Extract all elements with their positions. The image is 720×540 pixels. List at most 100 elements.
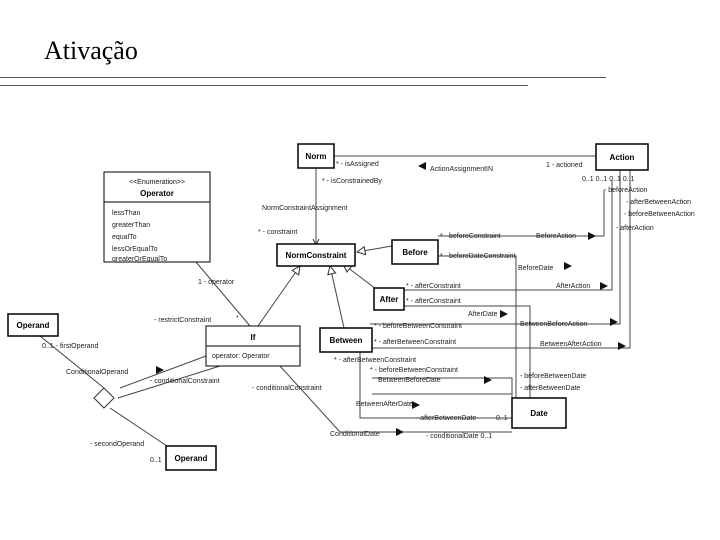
class-operand-top[interactable]: Operand xyxy=(7,313,59,337)
class-operator[interactable]: <<Enumeration>> Operator lessThan greate… xyxy=(103,171,211,263)
label-after-between-constraint-role-2: * - afterBetweenConstraint xyxy=(334,357,416,364)
label-before-date-constraint-role: * - beforeDateConstraint xyxy=(440,253,516,260)
label-after-constraint-role-2: * - afterConstraint xyxy=(406,298,461,305)
line-if-date xyxy=(279,365,512,433)
class-before[interactable]: Before xyxy=(391,239,439,265)
operator-literal: equalTo xyxy=(112,234,137,241)
label-conditional-date-assoc: ConditionalDate xyxy=(330,431,380,438)
class-norm-constraint-name: NormConstraint xyxy=(286,251,347,260)
class-operator-name: Operator xyxy=(140,189,174,198)
label-after-between-date-role-2: - afterBetweenDate xyxy=(416,415,476,422)
label-conditional-constraint-role: - conditionalConstraint xyxy=(150,378,220,385)
label-before-between-constraint-role-2: * - beforeBetweenConstraint xyxy=(370,367,458,374)
class-date-name: Date xyxy=(530,409,548,418)
class-norm-name: Norm xyxy=(306,152,327,161)
arrow-between-before-date xyxy=(484,376,492,384)
arrow-conditional-date xyxy=(396,428,404,436)
arrow-before-action xyxy=(588,232,596,240)
class-date[interactable]: Date xyxy=(511,397,567,429)
label-is-assigned: * - isAssigned xyxy=(336,161,379,168)
operator-literal: greaterOrEqualTo xyxy=(112,256,167,263)
slide-title: Ativação xyxy=(44,36,138,65)
arrow-between-after-action xyxy=(618,342,626,350)
class-if-name: If xyxy=(251,333,256,342)
gen-if-normconstraint xyxy=(257,266,300,327)
label-after-action-assoc: AfterAction xyxy=(556,283,590,290)
line-if-conditional-1 xyxy=(119,355,207,389)
line-after-date xyxy=(402,305,531,398)
label-after-date-assoc: AfterDate xyxy=(468,311,498,318)
arrow-after-date xyxy=(500,310,508,318)
label-is-constrained-by: * - isConstrainedBy xyxy=(322,178,382,185)
relationship-lines xyxy=(39,155,648,449)
label-mult-01-b: 0..1 xyxy=(150,457,162,464)
label-after-between-date-role: - afterBetweenDate xyxy=(520,385,580,392)
label-mult-01-a: 0..1 xyxy=(496,415,508,422)
line-between-date-3 xyxy=(359,350,512,419)
class-norm[interactable]: Norm xyxy=(297,143,335,169)
line-action-after xyxy=(402,180,613,291)
class-operator-stereotype: <<Enumeration>> xyxy=(129,179,185,186)
label-before-between-action-role: - beforeBetweenAction xyxy=(624,211,695,218)
class-if-attribute: operator: Operator xyxy=(212,353,270,360)
line-action-before xyxy=(438,190,605,237)
label-constraint-role: * - constraint xyxy=(258,229,297,236)
label-before-date-assoc: BeforeDate xyxy=(518,265,554,272)
class-operand-top-name: Operand xyxy=(17,321,50,330)
line-action-between-before xyxy=(370,170,621,325)
class-action-name: Action xyxy=(610,153,635,162)
line-operator-if xyxy=(195,261,251,327)
label-between-before-action-assoc: BetweenBeforeAction xyxy=(520,321,587,328)
arrow-between-before-action xyxy=(610,318,618,326)
label-between-before-date-assoc: BetweenBeforeDate xyxy=(378,377,441,384)
label-before-constraint-role: * - beforeConstraint xyxy=(440,233,501,240)
label-conditional-operand: ConditionalOperand xyxy=(66,369,128,376)
arrow-after-action xyxy=(600,282,608,290)
gen-between-normconstraint xyxy=(330,266,345,329)
association-diamond xyxy=(93,387,115,409)
operator-literal: lessOrEqualTo xyxy=(112,246,158,253)
line-operand-top-diamond xyxy=(39,335,105,389)
arrow-action-assignment xyxy=(418,162,426,170)
operator-literal: greaterThan xyxy=(112,222,150,229)
label-after-action-role: - afterAction xyxy=(616,225,654,232)
class-norm-constraint[interactable]: NormConstraint xyxy=(276,243,356,267)
label-between-after-date-assoc: BetweenAfterDate xyxy=(356,401,413,408)
label-after-between-constraint-role: * - afterBetweenConstraint xyxy=(374,339,456,346)
label-between-after-action-assoc: BetweenAfterAction xyxy=(540,341,602,348)
class-operand-bottom[interactable]: Operand xyxy=(165,445,217,471)
class-operand-bottom-name: Operand xyxy=(175,454,208,463)
class-after-name: After xyxy=(380,295,399,304)
label-restrict-mult: * xyxy=(236,315,239,322)
line-if-conditional-2 xyxy=(117,365,221,399)
label-second-operand-role: - secondOperand xyxy=(90,441,144,448)
arrow-before-date xyxy=(564,262,572,270)
arrow-conditional-operand xyxy=(156,366,164,374)
label-before-action-assoc: BeforeAction xyxy=(536,233,576,240)
class-after[interactable]: After xyxy=(373,287,405,311)
label-first-operand-role: 0..1 - firstOperand xyxy=(42,343,99,350)
label-actioned: 1 - actioned xyxy=(546,162,583,169)
label-after-between-action-role: - afterBetweenAction xyxy=(626,199,691,206)
class-action[interactable]: Action xyxy=(595,143,649,171)
gen-before-normconstraint xyxy=(357,245,393,252)
class-between[interactable]: Between xyxy=(319,327,373,353)
line-diamond-operand-bottom xyxy=(109,407,171,449)
operator-literal: lessThan xyxy=(112,210,141,217)
class-if[interactable]: If operator: Operator xyxy=(205,325,301,367)
label-operator-role: 1 - operator xyxy=(198,279,235,286)
label-after-constraint-role: * - afterConstraint xyxy=(406,283,461,290)
direction-arrows xyxy=(156,162,626,436)
label-action-assignment: ActionAssignmentIN xyxy=(430,166,493,173)
association-labels: * - isAssigned * - isConstrainedBy Actio… xyxy=(42,161,695,464)
arrow-between-after-date xyxy=(412,401,420,409)
label-before-between-constraint-role: * - beforeBetweenConstraint xyxy=(374,323,462,330)
line-before-date xyxy=(438,255,517,398)
label-before-action-role: - beforeAction xyxy=(604,187,648,194)
label-conditional-date-role: - conditionalDate 0..1 xyxy=(426,433,492,440)
title-rule-top xyxy=(0,77,606,78)
class-before-name: Before xyxy=(402,248,428,257)
label-conditional-constraint-role-2: - conditionalConstraint xyxy=(252,385,322,392)
label-norm-constraint-assignment: NormConstraintAssignment xyxy=(262,205,348,212)
